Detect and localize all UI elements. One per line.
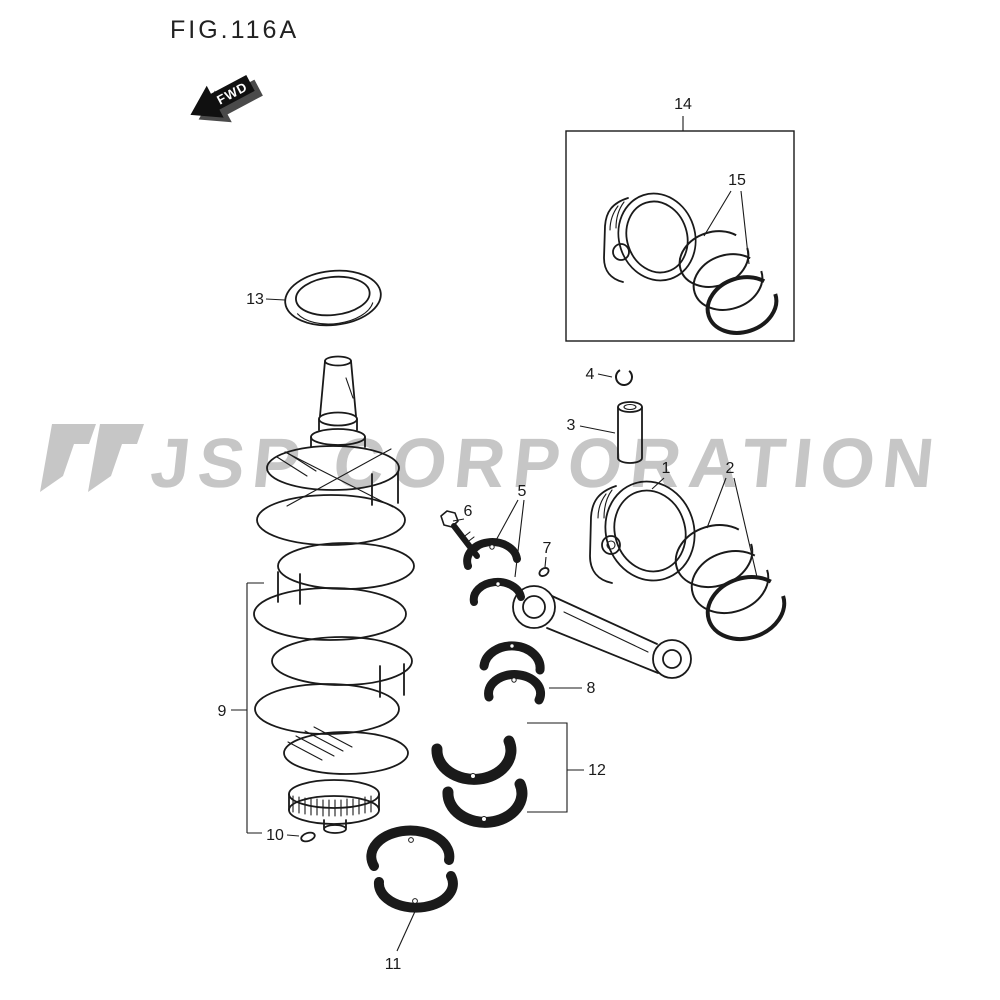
figure-title: FIG.116A	[170, 16, 299, 44]
watermark-text: JSP CORPORATION	[147, 423, 946, 502]
callout-15: 15	[728, 172, 746, 189]
callout-11: 11	[385, 956, 402, 973]
watermark-logo-icon	[88, 424, 144, 492]
part-4-circlip	[615, 368, 633, 386]
leader-5	[493, 499, 525, 578]
part-7-washer	[538, 567, 550, 577]
callout-12: 12	[588, 762, 606, 779]
part-12-bearing-shells	[431, 735, 528, 828]
callout-labels: 14 15 13 4 3 1 2 5 6 7 8 9 12 10 11	[218, 96, 746, 973]
leader-9	[231, 582, 264, 834]
leader-lines	[231, 116, 758, 952]
callout-10: 10	[266, 827, 284, 844]
leader-10	[286, 834, 300, 837]
part-2-piston-rings	[674, 524, 787, 641]
part-14-group-box	[565, 130, 795, 342]
part-5-bearing-shells	[463, 538, 525, 606]
part-11-bearing-shells	[366, 825, 458, 913]
leader-11	[396, 906, 418, 952]
watermark: JSP CORPORATION	[40, 423, 946, 502]
part-3-piston-pin	[617, 401, 643, 464]
part-10-pin	[300, 831, 316, 843]
part-13-seal-ring	[284, 269, 382, 327]
callout-2: 2	[726, 460, 735, 477]
leader-12	[527, 722, 584, 813]
part-15-piston-rings	[678, 230, 779, 335]
fwd-arrow: FWD	[190, 74, 263, 123]
callout-14: 14	[674, 96, 692, 113]
watermark-logo-icon	[40, 424, 96, 492]
leader-2	[706, 477, 758, 578]
leader-1	[651, 477, 665, 490]
leader-4	[597, 373, 613, 378]
leader-6	[452, 518, 465, 522]
callout-3: 3	[567, 417, 576, 434]
connecting-rod	[512, 585, 692, 679]
callout-5: 5	[518, 483, 527, 500]
callout-13: 13	[246, 291, 264, 308]
leader-7	[544, 556, 547, 568]
part-9-crankshaft	[253, 355, 415, 834]
callout-1: 1	[662, 460, 671, 477]
callout-8: 8	[587, 680, 596, 697]
leader-13	[265, 298, 286, 301]
callout-6: 6	[464, 503, 473, 520]
leader-15	[703, 190, 750, 265]
callout-4: 4	[586, 366, 595, 383]
part-1-piston	[589, 480, 696, 584]
leader-3	[579, 425, 616, 434]
callout-7: 7	[543, 540, 552, 557]
part-8-bearing-shells	[479, 641, 546, 705]
callout-9: 9	[218, 703, 227, 720]
part-14-piston-assembly	[603, 192, 697, 283]
